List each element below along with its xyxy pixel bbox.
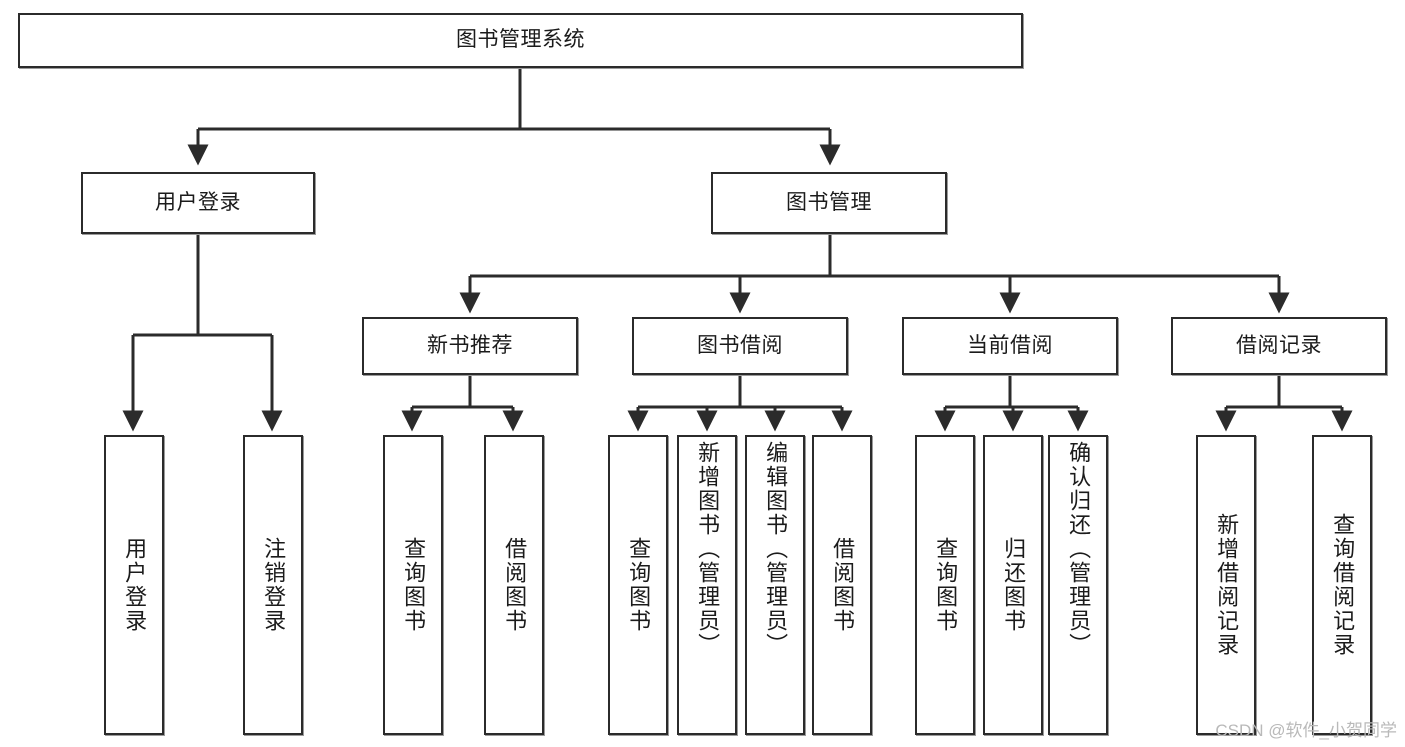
node-book-borrow-label: 图书借阅 — [697, 333, 783, 357]
node-current-borrow-label: 当前借阅 — [967, 333, 1053, 357]
node-borrow-record[interactable]: 借阅记录 — [1171, 317, 1387, 375]
node-leaf-add-book[interactable]: 新增图书（管理员） — [677, 435, 737, 735]
node-leaf-borrow-book-1-label: 借阅图书 — [502, 537, 528, 633]
node-leaf-add-book-label: 新增图书（管理员） — [695, 441, 721, 657]
node-new-book-recommend-label: 新书推荐 — [427, 333, 513, 357]
node-new-book-recommend[interactable]: 新书推荐 — [362, 317, 578, 375]
watermark-text: CSDN @软件_小贺同学 — [1215, 721, 1397, 740]
node-leaf-edit-book[interactable]: 编辑图书（管理员） — [745, 435, 805, 735]
node-leaf-borrow-book-2-label: 借阅图书 — [830, 537, 856, 633]
node-leaf-borrow-book-1[interactable]: 借阅图书 — [484, 435, 544, 735]
node-leaf-query-book-1[interactable]: 查询图书 — [383, 435, 443, 735]
node-leaf-add-record[interactable]: 新增借阅记录 — [1196, 435, 1256, 735]
node-user-login-label: 用户登录 — [155, 190, 241, 214]
node-leaf-query-book-2[interactable]: 查询图书 — [608, 435, 668, 735]
node-current-borrow[interactable]: 当前借阅 — [902, 317, 1118, 375]
node-leaf-logout-label: 注销登录 — [261, 537, 287, 633]
node-leaf-add-record-label: 新增借阅记录 — [1214, 513, 1240, 657]
node-root-label: 图书管理系统 — [456, 28, 585, 52]
node-book-manage[interactable]: 图书管理 — [711, 172, 947, 234]
node-leaf-query-book-2-label: 查询图书 — [626, 537, 652, 633]
node-leaf-confirm-return-label: 确认归还（管理员） — [1066, 441, 1092, 657]
node-borrow-record-label: 借阅记录 — [1236, 333, 1322, 357]
node-leaf-return-book-label: 归还图书 — [1001, 537, 1027, 633]
node-leaf-query-book-3[interactable]: 查询图书 — [915, 435, 975, 735]
node-root[interactable]: 图书管理系统 — [18, 13, 1023, 68]
node-leaf-user-login-label: 用户登录 — [122, 537, 148, 633]
node-leaf-confirm-return[interactable]: 确认归还（管理员） — [1048, 435, 1108, 735]
node-leaf-query-book-1-label: 查询图书 — [401, 537, 427, 633]
node-leaf-borrow-book-2[interactable]: 借阅图书 — [812, 435, 872, 735]
node-leaf-query-record-label: 查询借阅记录 — [1330, 513, 1356, 657]
node-leaf-user-login[interactable]: 用户登录 — [104, 435, 164, 735]
node-leaf-edit-book-label: 编辑图书（管理员） — [763, 441, 789, 657]
node-book-manage-label: 图书管理 — [786, 190, 872, 214]
node-user-login[interactable]: 用户登录 — [81, 172, 315, 234]
node-leaf-logout[interactable]: 注销登录 — [243, 435, 303, 735]
node-book-borrow[interactable]: 图书借阅 — [632, 317, 848, 375]
node-leaf-query-book-3-label: 查询图书 — [933, 537, 959, 633]
node-leaf-return-book[interactable]: 归还图书 — [983, 435, 1043, 735]
node-leaf-query-record[interactable]: 查询借阅记录 — [1312, 435, 1372, 735]
